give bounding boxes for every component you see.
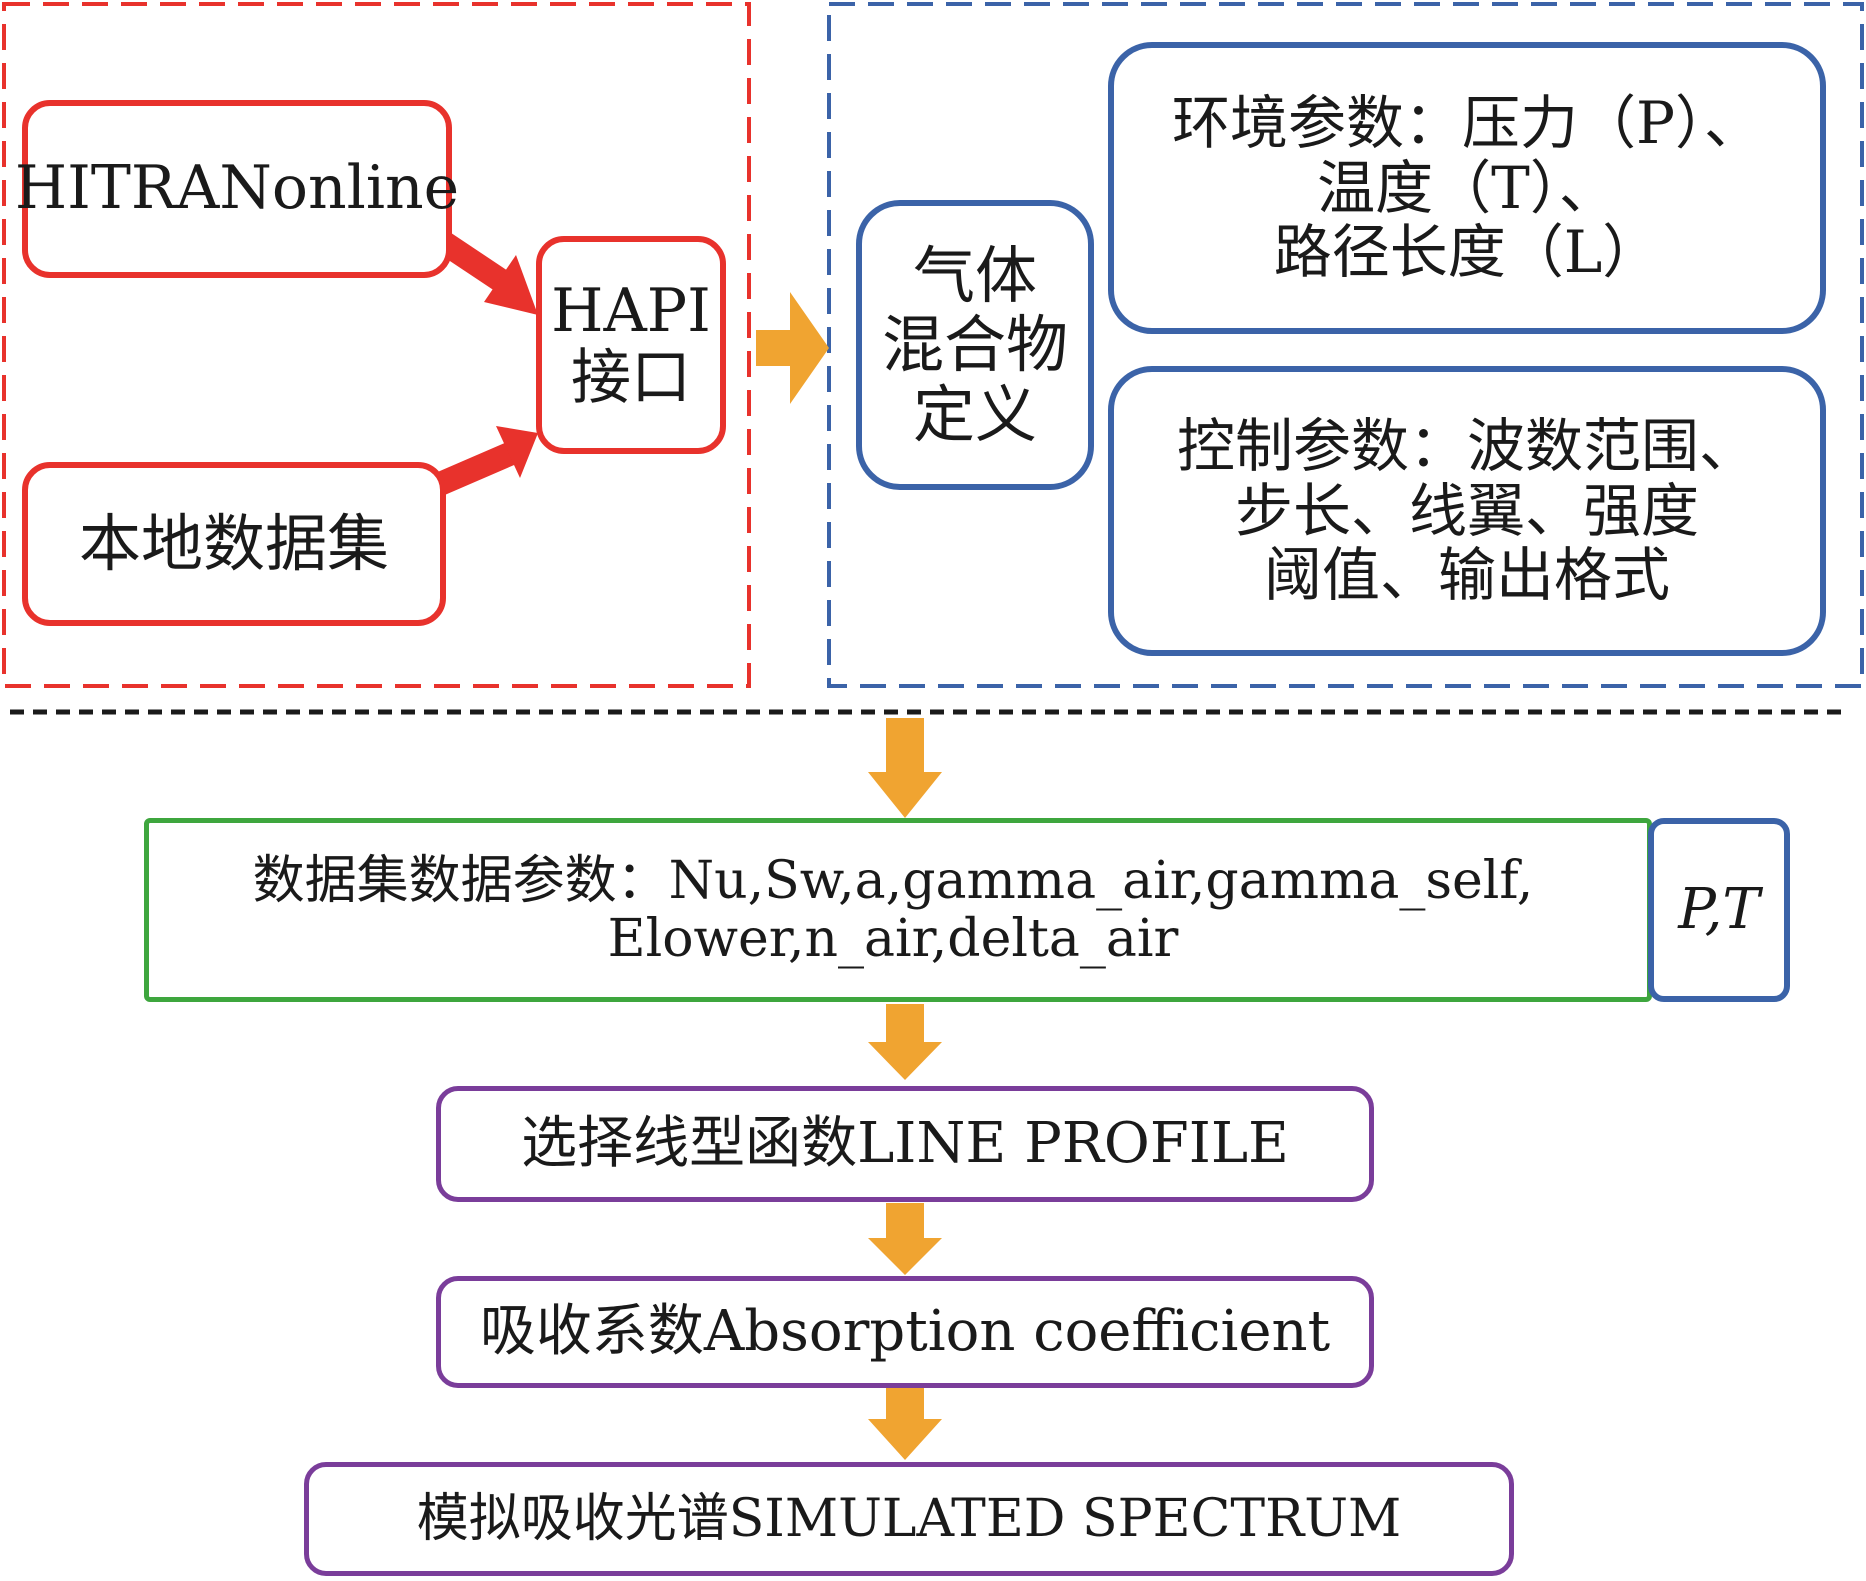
local-dataset-label: 本地数据集 <box>78 507 389 581</box>
absorption-coefficient-label: 吸收系数Absorption coefficient <box>479 1298 1331 1364</box>
arrow-to-dataset-params <box>868 718 942 818</box>
dataset-params-line-1: 数据集数据参数：Nu,Sw,a,gamma_air,gamma_self, <box>252 850 1534 911</box>
local-dataset-box: 本地数据集 <box>22 462 446 626</box>
pt-box: P,T <box>1648 818 1790 1002</box>
environment-params-line-1: 环境参数：压力（P）、 <box>1171 88 1763 157</box>
arrow-sources-to-definition <box>756 292 829 404</box>
hapi-interface-box: HAPI 接口 <box>536 236 726 454</box>
environment-params-line-2: 温度（T）、 <box>1317 153 1617 222</box>
arrow-local-to-hapi-head <box>496 426 538 478</box>
source-group-frame <box>2 2 751 688</box>
environment-params-line-3: 路径长度（L） <box>1273 218 1661 287</box>
control-params-line-1: 控制参数：波数范围、 <box>1176 411 1757 480</box>
arrow-to-spectrum <box>868 1388 942 1460</box>
dataset-params-line-2: Elower,n_air,delta_air <box>607 909 1179 969</box>
gas-mixture-line-2: 混合物 <box>881 308 1068 382</box>
control-params-line-2: 步长、线翼、强度 <box>1234 476 1699 545</box>
line-profile-label: 选择线型函数LINE PROFILE <box>521 1110 1289 1176</box>
arrow-to-absorption <box>868 1203 942 1275</box>
simulated-spectrum-label: 模拟吸收光谱SIMULATED SPECTRUM <box>416 1488 1402 1549</box>
gas-mixture-line-1: 气体 <box>912 238 1037 312</box>
arrow-hitran-to-hapi-head <box>484 255 538 315</box>
hapi-label-line-1: HAPI <box>551 275 711 346</box>
simulated-spectrum-box: 模拟吸收光谱SIMULATED SPECTRUM <box>304 1462 1514 1576</box>
hapi-label-line-2: 接口 <box>571 343 691 413</box>
gas-mixture-line-3: 定义 <box>912 377 1037 451</box>
pt-label: P,T <box>1678 876 1760 942</box>
hitranonline-box: HITRANonline <box>15 100 459 278</box>
definition-group-frame <box>827 2 1864 688</box>
gas-mixture-definition-box: 气体 混合物 定义 <box>856 200 1094 490</box>
control-params-line-3: 阈值、输出格式 <box>1263 541 1670 610</box>
control-params-box: 控制参数：波数范围、 步长、线翼、强度 阈值、输出格式 <box>1108 366 1826 656</box>
hitranonline-label: HITRANonline <box>14 153 460 224</box>
line-profile-box: 选择线型函数LINE PROFILE <box>436 1086 1374 1202</box>
absorption-coefficient-box: 吸收系数Absorption coefficient <box>436 1276 1374 1388</box>
dataset-params-box: 数据集数据参数：Nu,Sw,a,gamma_air,gamma_self, El… <box>144 818 1652 1002</box>
arrow-to-line-profile <box>868 1004 942 1080</box>
environment-params-box: 环境参数：压力（P）、 温度（T）、 路径长度（L） <box>1108 42 1826 334</box>
arrow-local-to-hapi <box>435 440 519 496</box>
